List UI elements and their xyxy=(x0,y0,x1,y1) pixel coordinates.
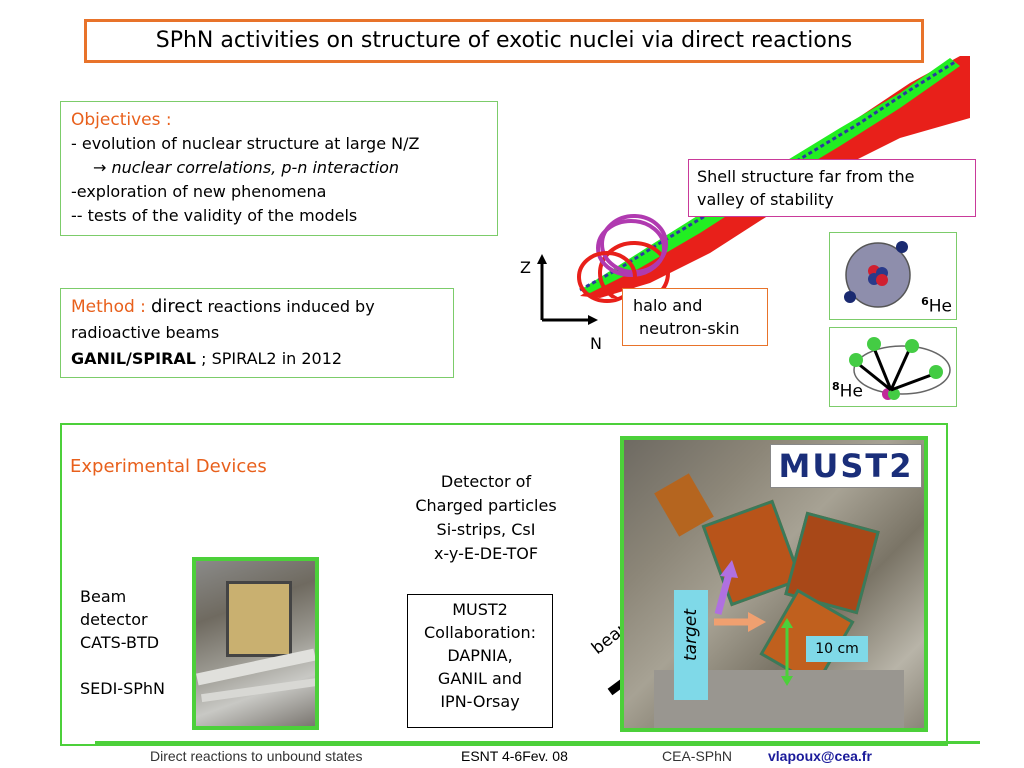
must2-collab-line-2: Collaboration: xyxy=(423,623,537,642)
orange-arrow-icon xyxy=(714,612,766,632)
he6-symbol: He xyxy=(928,297,952,317)
must2-collab-line-1: MUST2 xyxy=(452,600,508,619)
method-line-3: GANIL/SPIRAL ; SPIRAL2 in 2012 xyxy=(71,346,443,372)
beam-detector-line-1: Beam xyxy=(80,587,127,606)
he8-mass: 8 xyxy=(832,380,840,394)
he6-label: 6He xyxy=(921,295,952,317)
target-label: target xyxy=(681,609,701,661)
halo-line-2: neutron-skin xyxy=(639,319,740,338)
experimental-heading: Experimental Devices xyxy=(70,456,267,477)
objectives-box: Objectives : - evolution of nuclear stru… xyxy=(60,101,498,236)
footer-email[interactable]: vlapoux@cea.fr xyxy=(768,748,872,764)
method-box: Method : direct reactions induced by rad… xyxy=(60,288,454,378)
beam-detector-photo xyxy=(192,557,319,730)
experimental-devices-frame xyxy=(60,423,948,746)
beam-detector-label: Beam detector CATS-BTD SEDI-SPhN xyxy=(80,585,165,700)
purple-arrow-icon xyxy=(714,560,738,615)
halo-box: halo and neutron-skin xyxy=(622,288,768,346)
he8-box: 8He xyxy=(829,327,957,407)
objectives-line-3: -exploration of new phenomena xyxy=(71,182,327,201)
detector-line-4: x-y-E-DE-TOF xyxy=(433,544,539,563)
scale-arrow-icon xyxy=(781,618,793,686)
axis-label-n: N xyxy=(590,334,602,353)
must2-collaboration-box: MUST2 Collaboration: DAPNIA, GANIL and I… xyxy=(407,594,553,728)
sedi-label: SEDI-SPhN xyxy=(80,679,165,698)
method-heading: Method : xyxy=(71,297,146,317)
must2-collab-line-5: IPN-Orsay xyxy=(440,692,520,711)
method-direct: direct xyxy=(150,296,203,317)
beam-detector-line-3: CATS-BTD xyxy=(80,633,160,652)
he6-nucleus-icon xyxy=(844,241,911,308)
objectives-line-2: → nuclear correlations, p-n interaction xyxy=(71,156,487,180)
must2-detector-photo: MUST2 target 10 cm xyxy=(620,436,928,732)
objectives-heading: Objectives : xyxy=(71,110,172,130)
footer-mid: ESNT 4-6Fev. 08 xyxy=(461,748,568,764)
method-spiral2: ; SPIRAL2 in 2012 xyxy=(201,349,343,368)
detector-line-3: Si-strips, CsI xyxy=(436,520,536,539)
detector-line-2: Charged particles xyxy=(415,496,557,515)
bottom-divider xyxy=(95,741,980,744)
he8-label: 8He xyxy=(832,380,863,402)
arrow-icon: → xyxy=(93,158,107,177)
he8-nucleus-icon xyxy=(849,337,951,400)
objectives-line-2-text: nuclear correlations, p-n interaction xyxy=(111,158,400,177)
detector-line-1: Detector of xyxy=(440,472,532,491)
axis-label-z: Z xyxy=(520,258,531,277)
halo-line-1: halo and xyxy=(633,296,703,315)
halo-circle-red xyxy=(577,251,637,303)
he6-mass: 6 xyxy=(921,295,929,309)
shell-structure-box: Shell structure far from the valley of s… xyxy=(688,159,976,217)
chart-axes xyxy=(537,254,598,325)
method-line-2: radioactive beams xyxy=(71,323,220,342)
shell-line-1: Shell structure far from the xyxy=(697,167,915,186)
scale-label: 10 cm xyxy=(806,636,868,662)
method-line-1: Method : direct reactions induced by xyxy=(71,294,443,320)
beam-detector-line-2: detector xyxy=(80,610,148,629)
method-rest-1: reactions induced by xyxy=(207,297,375,316)
objectives-line-4: -- tests of the validity of the models xyxy=(71,206,358,225)
target-label-box xyxy=(674,590,708,700)
slide-title: SPhN activities on structure of exotic n… xyxy=(84,19,924,63)
he6-box: 6He xyxy=(829,232,957,320)
must2-collab-line-4: GANIL and xyxy=(437,669,523,688)
method-ganil: GANIL/SPIRAL xyxy=(71,349,196,368)
halo-circle-magenta xyxy=(596,219,666,277)
detector-description: Detector of Charged particles Si-strips,… xyxy=(396,470,576,566)
must2-collab-line-3: DAPNIA, xyxy=(447,646,513,665)
footer-left: Direct reactions to unbound states xyxy=(150,748,363,764)
footer-right: CEA-SPhN xyxy=(662,748,733,764)
objectives-line-1: - evolution of nuclear structure at larg… xyxy=(71,134,420,153)
must2-logo: MUST2 xyxy=(770,444,922,488)
footer: Direct reactions to unbound states ESNT … xyxy=(0,746,1024,768)
shell-line-2: valley of stability xyxy=(697,190,834,209)
he8-symbol: He xyxy=(839,382,863,402)
